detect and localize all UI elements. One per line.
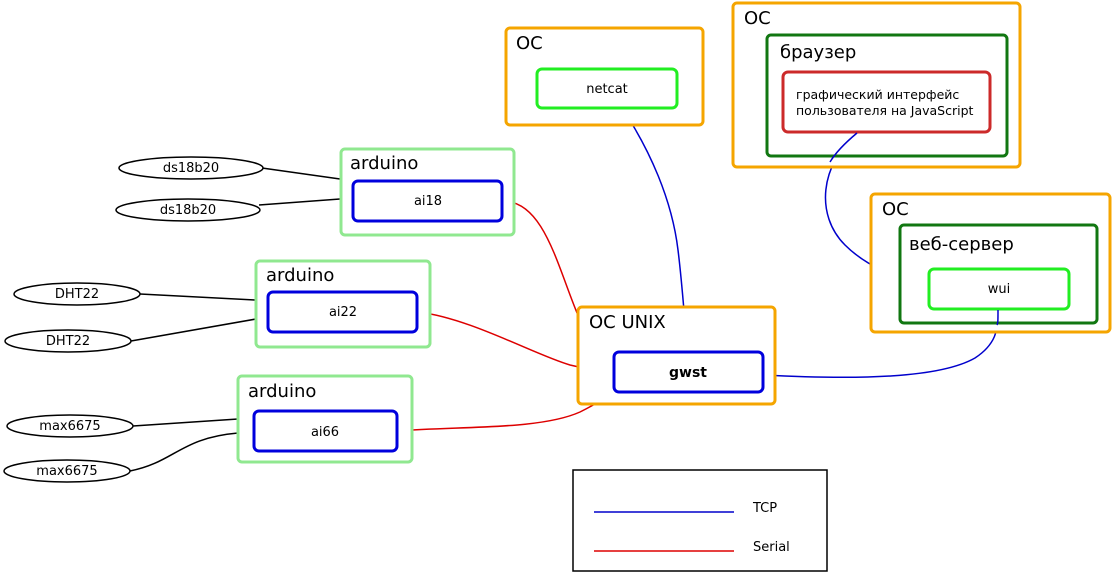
wire-max1 [132,418,239,427]
node-ai22: ai22 [329,305,357,320]
sensor-dht22-1: DHT22 [13,282,141,306]
os-browser-box: ОС браузер графический интерфейс пользов… [731,1,1022,169]
sensor-ds18b20-1: ds18b20 [118,156,264,180]
os-unix-title: ОС UNIX [589,312,666,333]
arduino-ai22-box: arduino ai22 [254,259,432,349]
arduino-ai66-box: arduino ai66 [236,374,414,464]
os-title: ОС [882,199,909,220]
os-unix-box: ОС UNIX gwst [576,305,777,406]
tcp-link-wui [762,309,999,379]
wire-dht2 [130,318,257,342]
arduino-title: arduino [350,153,418,174]
gui-label-line2: пользователя на JavaScript [796,103,974,118]
sensor-label: ds18b20 [163,161,219,176]
legend-tcp-label: TCP [752,501,777,516]
sensor-ds18b20-2: ds18b20 [115,198,261,222]
webserver-title: веб-сервер [909,234,1014,255]
arduino-title: arduino [248,381,316,402]
os-title: ОС [516,33,543,54]
browser-title: браузер [780,42,856,63]
node-netcat: netcat [586,82,628,97]
os-title: ОС [744,8,771,29]
tcp-link-gui-top [829,132,858,163]
sensor-label: ds18b20 [160,203,216,218]
sensor-dht22-2: DHT22 [4,329,132,353]
sensor-max6675-2: max6675 [3,459,131,483]
sensor-max6675-1: max6675 [6,414,134,438]
arduino-ai18-box: arduino ai18 [339,147,516,237]
node-ai18: ai18 [414,194,442,209]
sensor-label: max6675 [36,464,97,479]
node-wui: wui [988,282,1010,297]
node-ai66: ai66 [311,425,339,440]
wire-ds2 [258,198,341,206]
node-gwst: gwst [669,365,707,381]
arduino-title: arduino [266,265,334,286]
wire-max2 [129,432,239,472]
wire-dht1 [139,293,257,301]
os-server-box: ОС веб-сервер wui [869,192,1112,334]
sensor-label: DHT22 [55,287,99,302]
legend-serial-label: Serial [753,540,790,555]
sensor-label: DHT22 [46,334,90,349]
legend: TCP Serial [572,469,828,572]
gui-label-line1: графический интерфейс [796,87,959,102]
tcp-link-wui-top [996,309,999,326]
sensor-label: max6675 [39,419,100,434]
os-netcat-box: ОС netcat [504,26,705,127]
wire-ds1 [261,167,341,180]
